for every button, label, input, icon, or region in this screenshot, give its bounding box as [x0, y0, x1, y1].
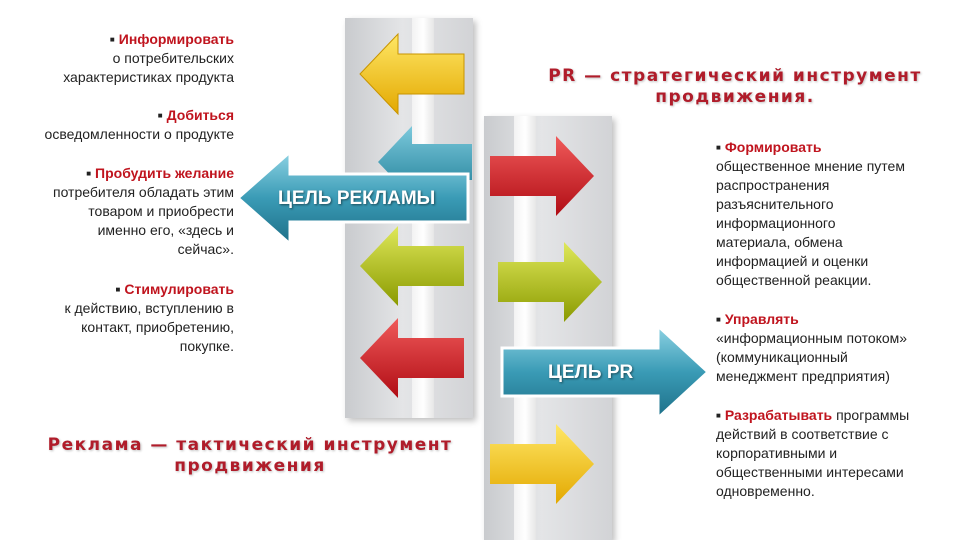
right-strip-rail [514, 116, 536, 540]
advertising-item-line: о потребительских [112, 50, 234, 66]
advertising-item-awareness: ■Добиться осведомленности о продукте [44, 107, 234, 142]
pr-item-line: действий в соответствие с [716, 426, 889, 442]
advertising-item-stimulate: ■Стимулировать к действию, вступлению в … [64, 281, 234, 354]
pr-item-line: одновременно. [716, 483, 815, 499]
olive-left-arrow-icon [360, 226, 464, 306]
advertising-item-inform: ■Информировать о потребительских характе… [63, 31, 234, 85]
advertising-caption: Реклама — тактический инструмент продвиж… [40, 435, 460, 477]
pr-item-tail: программы [836, 407, 910, 423]
advertising-item-line: сейчас». [177, 241, 234, 257]
pr-goal-label: ЦЕЛЬ PR [548, 362, 634, 383]
advertising-item-line: характеристиках продукта [63, 69, 234, 85]
advertising-goal-arrow-icon [235, 148, 470, 248]
olive-right-arrow-icon [498, 242, 602, 322]
pr-item-line: корпоративными и [716, 445, 838, 461]
advertising-goals: ■Информировать о потребительских характе… [0, 0, 234, 540]
advertising-goal-label: ЦЕЛЬ РЕКЛАМЫ [278, 188, 436, 209]
pr-item-head: Разрабатывать [724, 407, 833, 423]
pr-item-form: ■Формировать общественное мнение путем р… [716, 139, 905, 288]
pr-item-manage: ■Управлять «информационным потоком» (ком… [716, 311, 908, 384]
pr-caption-line: продвижения. [655, 87, 815, 107]
pr-item-develop: ■Разрабатывать программы действий в соот… [716, 407, 910, 499]
yellow-right-arrow-icon [490, 424, 594, 504]
advertising-item-head: Стимулировать [124, 281, 234, 297]
advertising-caption-line: продвижения [174, 456, 326, 476]
yellow-left-arrow-icon [359, 32, 465, 116]
advertising-item-line: контакт, приобретению, [81, 319, 234, 335]
pr-item-line: материала, обмена [716, 234, 843, 250]
pr-goals: ■Формировать общественное мнение путем р… [716, 0, 960, 540]
red-right-arrow-icon [490, 136, 594, 216]
red-left-arrow-icon [360, 318, 464, 398]
pr-item-line: общественными интересами [716, 464, 904, 480]
advertising-caption-line: Реклама — тактический инструмент [47, 435, 453, 455]
pr-item-line: «информационным потоком» [716, 330, 908, 346]
pr-caption-line: PR — стратегический инструмент [548, 66, 922, 86]
advertising-item-head: Пробудить желание [95, 165, 234, 181]
advertising-item-line: товаром и приобрести [88, 203, 234, 219]
advertising-item-line: осведомленности о продукте [44, 126, 234, 142]
pr-item-line: менеджмент предприятия) [716, 368, 890, 384]
pr-caption: PR — стратегический инструмент продвижен… [540, 66, 930, 108]
advertising-item-line: именно его, «здесь и [97, 222, 234, 238]
advertising-item-desire: ■Пробудить желание потребителя обладать … [52, 165, 234, 257]
advertising-item-line: к действию, вступлению в [64, 300, 234, 316]
pr-goal-arrow-icon [500, 322, 711, 422]
advertising-item-line: покупке. [179, 338, 234, 354]
pr-item-line: общественное мнение путем [716, 158, 905, 174]
pr-item-line: распространения [716, 177, 830, 193]
advertising-item-head: Добиться [166, 107, 234, 123]
pr-item-line: информацией и оценки [716, 253, 869, 269]
pr-item-line: разъяснительного [716, 196, 834, 212]
pr-item-head: Формировать [724, 139, 822, 155]
advertising-item-head: Информировать [118, 31, 234, 47]
pr-item-line: (коммуникационный [716, 349, 848, 365]
advertising-item-line: потребителя обладать этим [52, 184, 234, 200]
pr-item-line: информационного [716, 215, 836, 231]
pr-item-head: Управлять [724, 311, 799, 327]
pr-item-line: общественной реакции. [716, 272, 872, 288]
